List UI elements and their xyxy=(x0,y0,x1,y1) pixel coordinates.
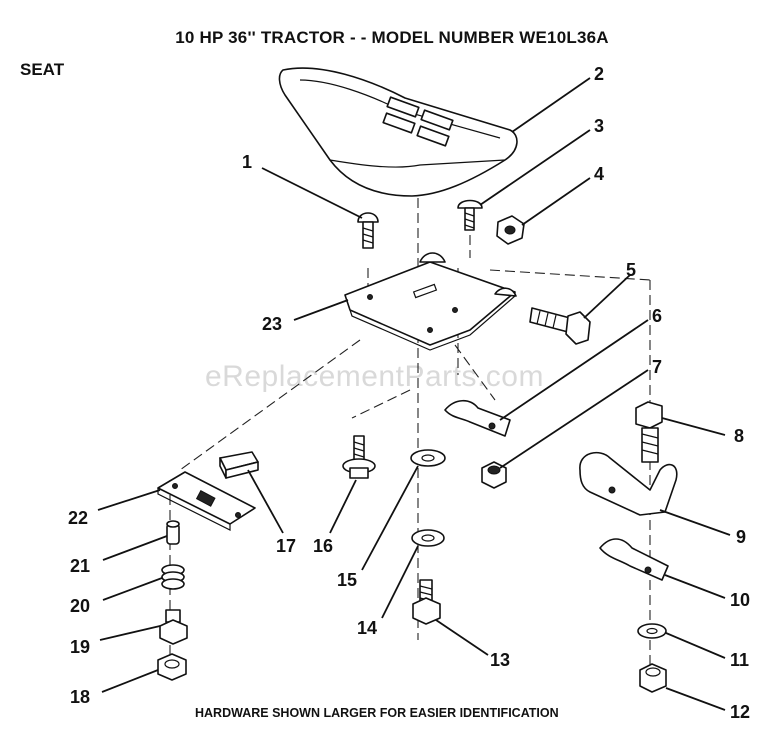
section-label: SEAT xyxy=(20,60,65,79)
callout-17: 17 xyxy=(276,536,296,556)
small-clip-part xyxy=(599,538,669,581)
callout-14: 14 xyxy=(357,618,377,638)
clip-bracket-part xyxy=(444,399,511,437)
callout-23: 23 xyxy=(262,314,282,334)
washer-part-14 xyxy=(411,529,445,547)
callout-19: 19 xyxy=(70,637,90,657)
callout-13: 13 xyxy=(490,650,510,670)
hex-bolt-part xyxy=(529,307,591,345)
callout-4: 4 xyxy=(594,164,604,184)
callout-21: 21 xyxy=(70,556,90,576)
hex-nut-part xyxy=(639,663,667,693)
callout-18: 18 xyxy=(70,687,90,707)
seat-part xyxy=(278,67,518,197)
callout-11: 11 xyxy=(730,650,749,670)
callout-16: 16 xyxy=(313,536,333,556)
callout-1: 1 xyxy=(242,152,252,172)
flat-washer-part xyxy=(637,623,667,639)
assembly-lines xyxy=(169,198,651,665)
callout-10: 10 xyxy=(730,590,750,610)
pin-part xyxy=(166,520,180,545)
nut-part xyxy=(496,215,525,245)
spring-part xyxy=(161,564,185,590)
callout-6: 6 xyxy=(652,306,662,326)
watermark: eReplacementParts.com xyxy=(205,360,544,393)
callout-12: 12 xyxy=(730,702,750,722)
callout-2: 2 xyxy=(594,64,604,84)
u-bracket-part xyxy=(579,451,678,516)
screw-part xyxy=(457,199,483,231)
callout-3: 3 xyxy=(594,116,604,136)
callout-5: 5 xyxy=(626,260,636,280)
lock-nut-part xyxy=(481,461,507,489)
vertical-bolt-part xyxy=(635,401,663,463)
spacer-block-part xyxy=(219,451,259,479)
footer-note: HARDWARE SHOWN LARGER FOR EASIER IDENTIF… xyxy=(195,706,559,720)
callout-15: 15 xyxy=(337,570,357,590)
callout-numbers: 1 2 3 4 5 6 7 8 9 10 11 12 13 14 15 16 1… xyxy=(68,64,750,722)
diagram-title: 10 HP 36'' TRACTOR - - MODEL NUMBER WE10… xyxy=(175,28,609,47)
callout-7: 7 xyxy=(652,357,662,377)
leader-lines xyxy=(97,77,731,711)
callout-9: 9 xyxy=(736,527,746,547)
flange-bolt-part xyxy=(412,579,441,625)
flange-nut-part xyxy=(157,653,187,681)
seat-plate-part xyxy=(344,252,517,351)
callout-22: 22 xyxy=(68,508,88,528)
shoulder-bolt-part xyxy=(342,435,376,479)
callout-20: 20 xyxy=(70,596,90,616)
callout-8: 8 xyxy=(734,426,744,446)
shoulder-nut-part xyxy=(159,609,188,645)
carriage-bolt-part xyxy=(357,212,379,249)
washer-part-15 xyxy=(410,449,446,467)
